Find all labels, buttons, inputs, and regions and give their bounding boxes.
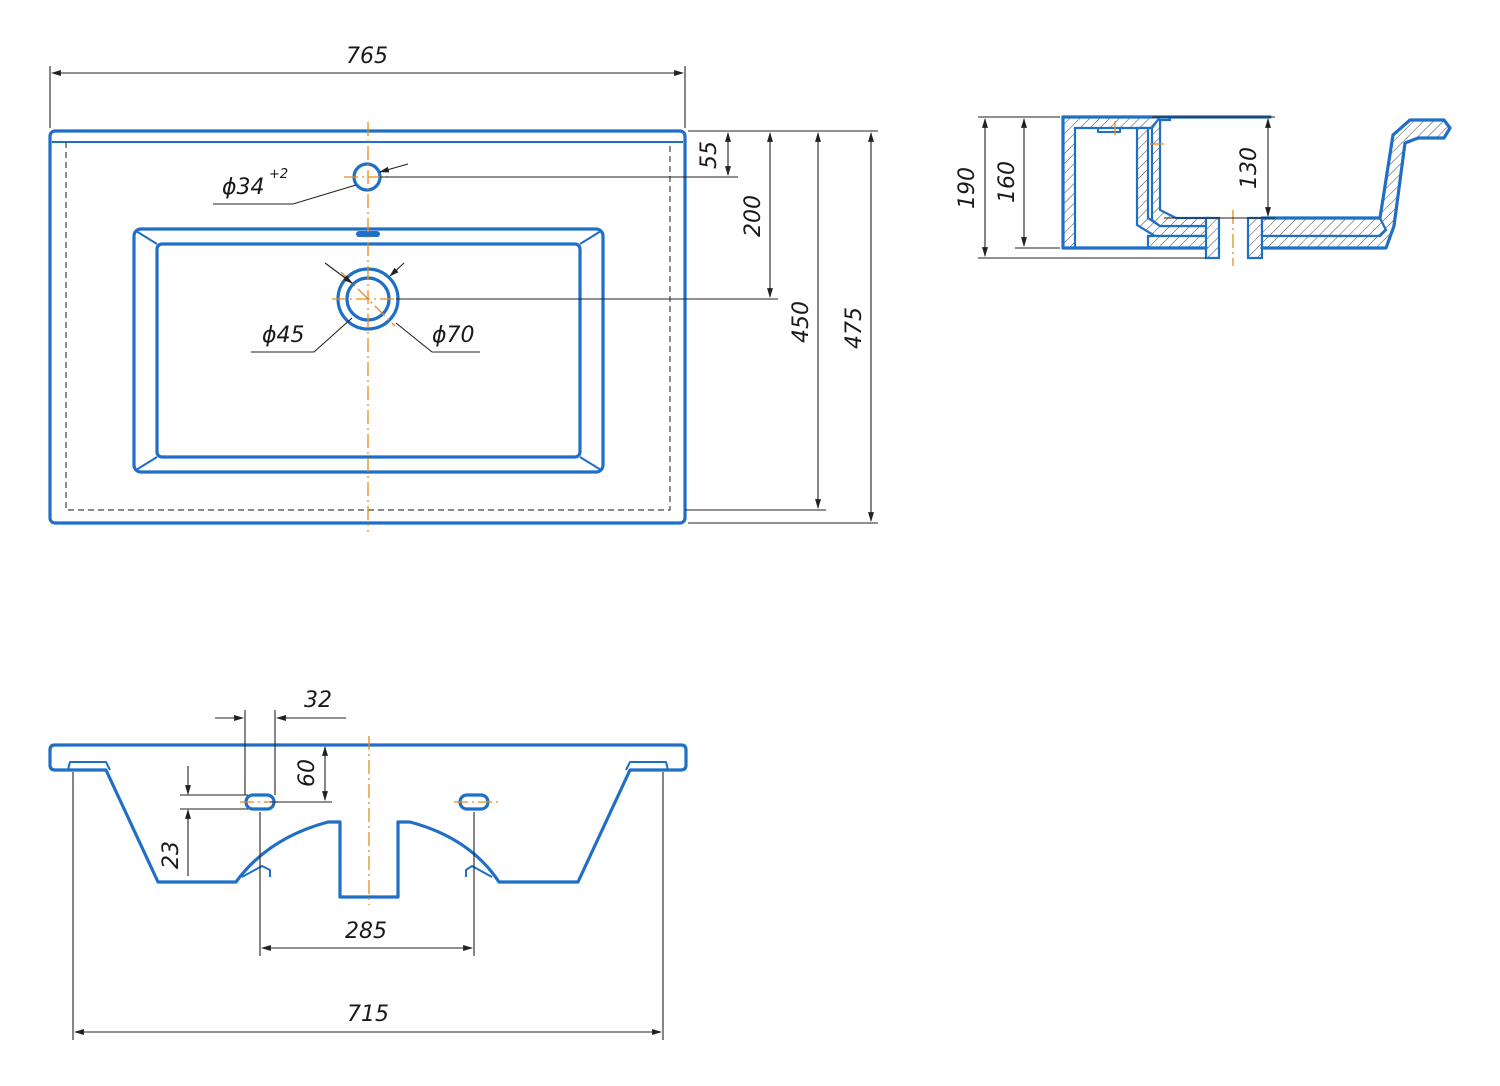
side-section-view: 190 160 130	[955, 115, 1452, 266]
overflow-slot	[356, 231, 380, 237]
drain-outer-leader	[395, 322, 480, 353]
dim-475-label: 475	[842, 307, 867, 349]
front-outer-profile	[48, 743, 688, 899]
front-right-lip	[625, 761, 669, 771]
dim-23-label: 23	[159, 841, 184, 869]
dim-60-label: 60	[295, 759, 320, 787]
dim-715-label: 715	[347, 1002, 389, 1027]
section-bowl-floor	[1146, 234, 1212, 250]
tap-hole-label: ϕ34	[222, 175, 265, 200]
front-left-lip	[67, 761, 111, 771]
drain-inner-label: ϕ45	[262, 323, 305, 348]
tap-tolerance-label: +2	[269, 167, 288, 182]
dim-450-label: 450	[789, 301, 814, 343]
section-drain-neck-right	[1246, 216, 1264, 260]
dim-765-label: 765	[346, 44, 388, 69]
top-view: 765 55 200 450 475 ϕ34 +2 ϕ45 ϕ70	[48, 44, 878, 532]
section-drain-neck	[1204, 216, 1221, 260]
dim-285-label: 285	[345, 919, 387, 944]
front-left-foot	[241, 865, 271, 878]
dim-32-label: 32	[304, 688, 332, 713]
section-bowl-floor-right	[1260, 216, 1388, 238]
tap-hole-leader	[213, 184, 357, 205]
front-view: 32 60 23 285 715	[48, 688, 688, 1040]
dim-190-label: 190	[955, 167, 980, 209]
section-bowl-wall-left	[1150, 115, 1212, 228]
drain-outer-label: ϕ70	[432, 323, 475, 348]
dim-160-label: 160	[995, 161, 1020, 203]
dim-130-label: 130	[1237, 147, 1262, 189]
front-right-foot	[465, 865, 493, 878]
drain-inner-leader	[251, 317, 353, 353]
dim-55-label: 55	[697, 141, 722, 169]
bowl-corner-lines	[135, 230, 602, 471]
dim-200-label: 200	[741, 195, 766, 237]
